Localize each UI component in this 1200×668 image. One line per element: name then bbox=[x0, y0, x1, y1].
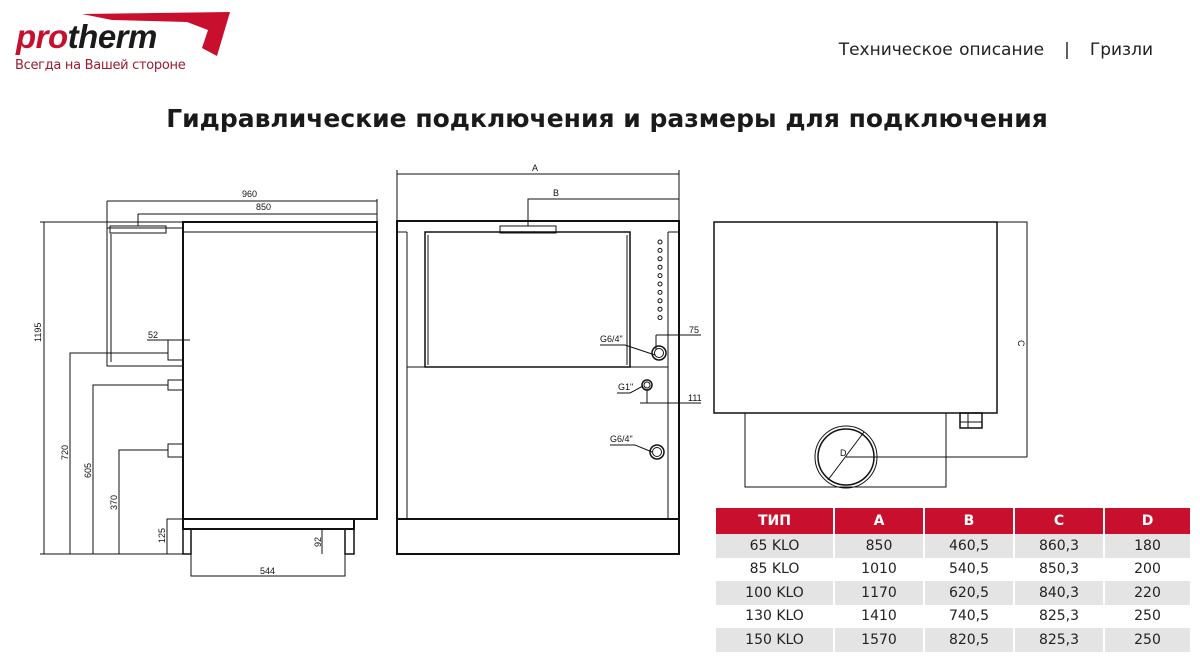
sight-hole bbox=[657, 298, 663, 304]
doc-type: Техническое описание bbox=[838, 40, 1045, 60]
table-cell: 85 KLO bbox=[716, 557, 835, 581]
top-view-drawing: C D bbox=[713, 221, 1028, 489]
dim-b: B bbox=[553, 188, 559, 198]
flow-connection bbox=[167, 339, 184, 361]
dim-720: 720 bbox=[60, 445, 70, 460]
table-cell: 850 bbox=[834, 534, 925, 558]
separator: | bbox=[1064, 40, 1070, 60]
table-cell: 180 bbox=[1104, 534, 1190, 558]
table-cell: 65 KLO bbox=[716, 534, 835, 558]
table-cell: 1170 bbox=[834, 581, 925, 605]
dim-c: C bbox=[1016, 340, 1026, 347]
dim-a: A bbox=[532, 163, 538, 173]
sight-hole bbox=[657, 289, 663, 295]
table-header-row: ТИП A B C D bbox=[716, 508, 1190, 534]
table-cell: 1410 bbox=[834, 604, 925, 628]
table-cell: 820,5 bbox=[924, 628, 1015, 652]
logo-therm: therm bbox=[67, 18, 158, 55]
table-cell: 540,5 bbox=[924, 557, 1015, 581]
col-b: B bbox=[924, 508, 1015, 534]
sight-hole bbox=[657, 256, 663, 262]
table-cell: 620,5 bbox=[924, 581, 1015, 605]
logo-wordmark: protherm bbox=[16, 18, 157, 56]
table-cell: 250 bbox=[1134, 608, 1161, 625]
sight-hole bbox=[657, 273, 663, 279]
dim-850: 850 bbox=[256, 202, 271, 212]
table-cell: 840,3 bbox=[1014, 581, 1105, 605]
table-cell: 740,5 bbox=[924, 604, 1015, 628]
label-connection-top: G6/4" bbox=[600, 334, 623, 344]
label-connection-middle: G1" bbox=[618, 382, 633, 392]
sight-hole bbox=[657, 247, 663, 253]
page-title: Гидравлические подключения и размеры для… bbox=[166, 104, 1048, 133]
table-cell: 460,5 bbox=[924, 534, 1015, 558]
table-cell: 860,3 bbox=[1014, 534, 1105, 558]
dim-92: 92 bbox=[313, 537, 323, 547]
col-type: ТИП bbox=[716, 508, 835, 534]
dim-370: 370 bbox=[109, 495, 119, 510]
boiler-body bbox=[182, 221, 378, 520]
sight-hole bbox=[657, 264, 663, 270]
protherm-logo: protherm Всегда на Вашей стороне bbox=[12, 8, 237, 78]
side-view-drawing: 960 850 1195 720 605 370 125 92 544 52 bbox=[33, 189, 378, 577]
label-connection-bottom: G6/4" bbox=[610, 434, 633, 444]
table-cell: 825,3 bbox=[1014, 628, 1105, 652]
dim-52: 52 bbox=[148, 330, 158, 340]
sight-hole bbox=[657, 306, 663, 312]
logo-pro: pro bbox=[16, 18, 68, 55]
dim-605: 605 bbox=[83, 463, 93, 478]
dim-d: D bbox=[840, 448, 847, 458]
table-cell: 220 bbox=[1104, 581, 1190, 605]
return-connection bbox=[167, 443, 184, 458]
dim-125: 125 bbox=[157, 528, 167, 543]
dim-544: 544 bbox=[260, 566, 275, 576]
table-cell: 1570 bbox=[834, 628, 925, 652]
dim-960: 960 bbox=[242, 189, 257, 199]
sight-hole bbox=[657, 281, 663, 287]
col-c: C bbox=[1014, 508, 1105, 534]
table-cell: 850,3 bbox=[1014, 557, 1105, 581]
panther-logo-icon bbox=[82, 12, 230, 56]
table-cell: 250 bbox=[1104, 628, 1190, 652]
rear-view-drawing: A B 75 111 G6/4" G1" G6/4" bbox=[396, 163, 702, 555]
dim-75: 75 bbox=[689, 325, 699, 335]
dim-1195: 1195 bbox=[33, 323, 43, 342]
dim-111: 111 bbox=[688, 393, 702, 403]
gas-connection bbox=[167, 379, 184, 391]
col-a: A bbox=[834, 508, 925, 534]
table-cell: 825,3 bbox=[1014, 604, 1105, 628]
table-cell: 150 KLO bbox=[716, 628, 835, 652]
col-d: D bbox=[1104, 508, 1190, 534]
table-cell: 130 KLO bbox=[716, 604, 835, 628]
table-cell: 1010 bbox=[834, 557, 925, 581]
table-cell: 100 KLO bbox=[716, 581, 835, 605]
product-name: Гризли bbox=[1089, 40, 1153, 60]
sight-hole bbox=[657, 315, 663, 321]
sight-holes bbox=[657, 239, 663, 321]
table-cell: 200 bbox=[1134, 561, 1161, 578]
sight-hole bbox=[657, 239, 663, 245]
logo-tagline: Всегда на Вашей стороне bbox=[15, 58, 186, 73]
header-breadcrumb: Техническое описание | Гризли bbox=[839, 40, 1153, 60]
